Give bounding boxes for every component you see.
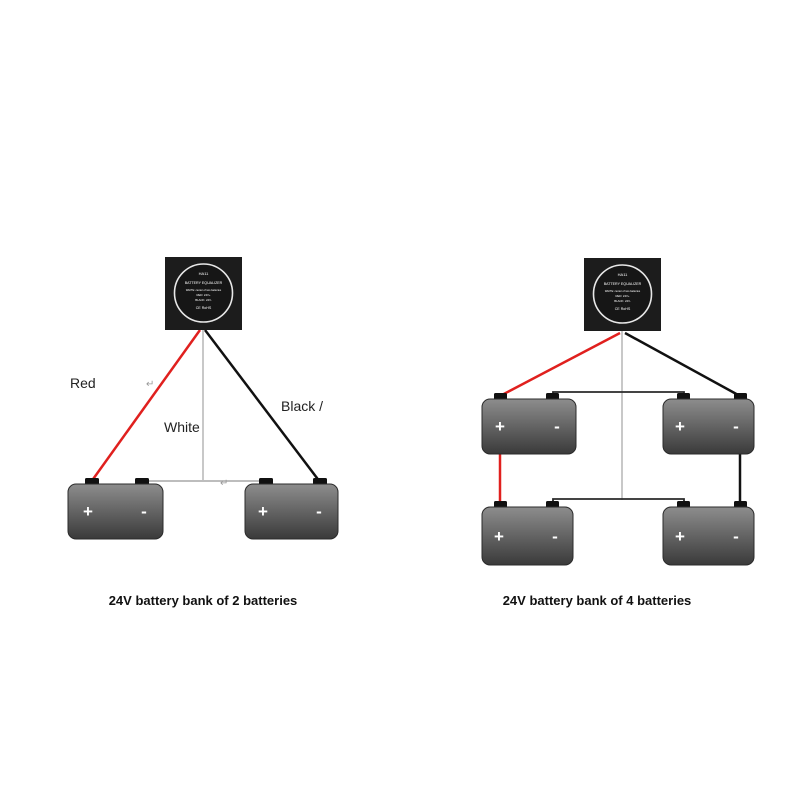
equalizer-title: BATTERY EQUALIZER [185,281,223,285]
plus-label: + [83,502,93,521]
battery: + - [244,478,339,540]
left-caption: 24V battery bank of 2 batteries [109,593,298,608]
plus-label: + [495,417,505,436]
paragraph-mark: ↵ [146,379,154,390]
minus-label: - [316,502,322,521]
paragraph-mark: ↵ [220,478,228,489]
minus-label: - [554,417,560,436]
link-wire [552,498,685,504]
equalizer-model: HA11 [199,271,209,276]
minus-label: - [552,527,558,546]
black-wire [204,329,321,483]
black-wire [624,331,741,398]
black-wire-label: Black / [281,398,323,414]
red-wire [499,331,621,398]
minus-label: - [141,502,147,521]
equalizer-marks: CE RoHS [196,306,212,310]
equalizer-white-note: WHITE: center of two batteries [186,288,222,292]
right-caption: 24V battery bank of 4 batteries [503,593,692,608]
equalizer-red-note: RED: 24V+ [615,294,629,298]
battery: + - [662,501,755,566]
plus-label: + [494,527,504,546]
equalizer-model: HA11 [618,272,628,277]
red-wire [89,329,202,483]
equalizer-black-note: BLACK: 24V- [614,299,631,303]
equalizer-white-note: WHITE: center of two batteries [605,289,641,293]
battery-equalizer: HA11 BATTERY EQUALIZER WHITE: center of … [584,258,661,331]
equalizer-red-note: RED: 24V+ [196,293,210,297]
minus-label: - [733,527,739,546]
battery: + - [481,501,574,566]
equalizer-title: BATTERY EQUALIZER [604,282,642,286]
equalizer-marks: CE RoHS [615,307,631,311]
right-diagram: HA11 BATTERY EQUALIZER WHITE: center of … [481,258,755,608]
minus-label: - [733,417,739,436]
equalizer-black-note: BLACK: 24V- [195,298,212,302]
link-wire [552,391,685,396]
battery: + - [481,393,577,455]
plus-label: + [675,527,685,546]
battery-equalizer: HA11 BATTERY EQUALIZER WHITE: center of … [165,257,242,330]
left-diagram: HA11 BATTERY EQUALIZER WHITE: center of … [67,257,339,608]
plus-label: + [258,502,268,521]
plus-label: + [675,417,685,436]
white-wire-label: White [164,419,200,435]
red-wire-label: Red [70,375,96,391]
battery: + - [662,393,755,455]
battery: + - [67,478,164,540]
